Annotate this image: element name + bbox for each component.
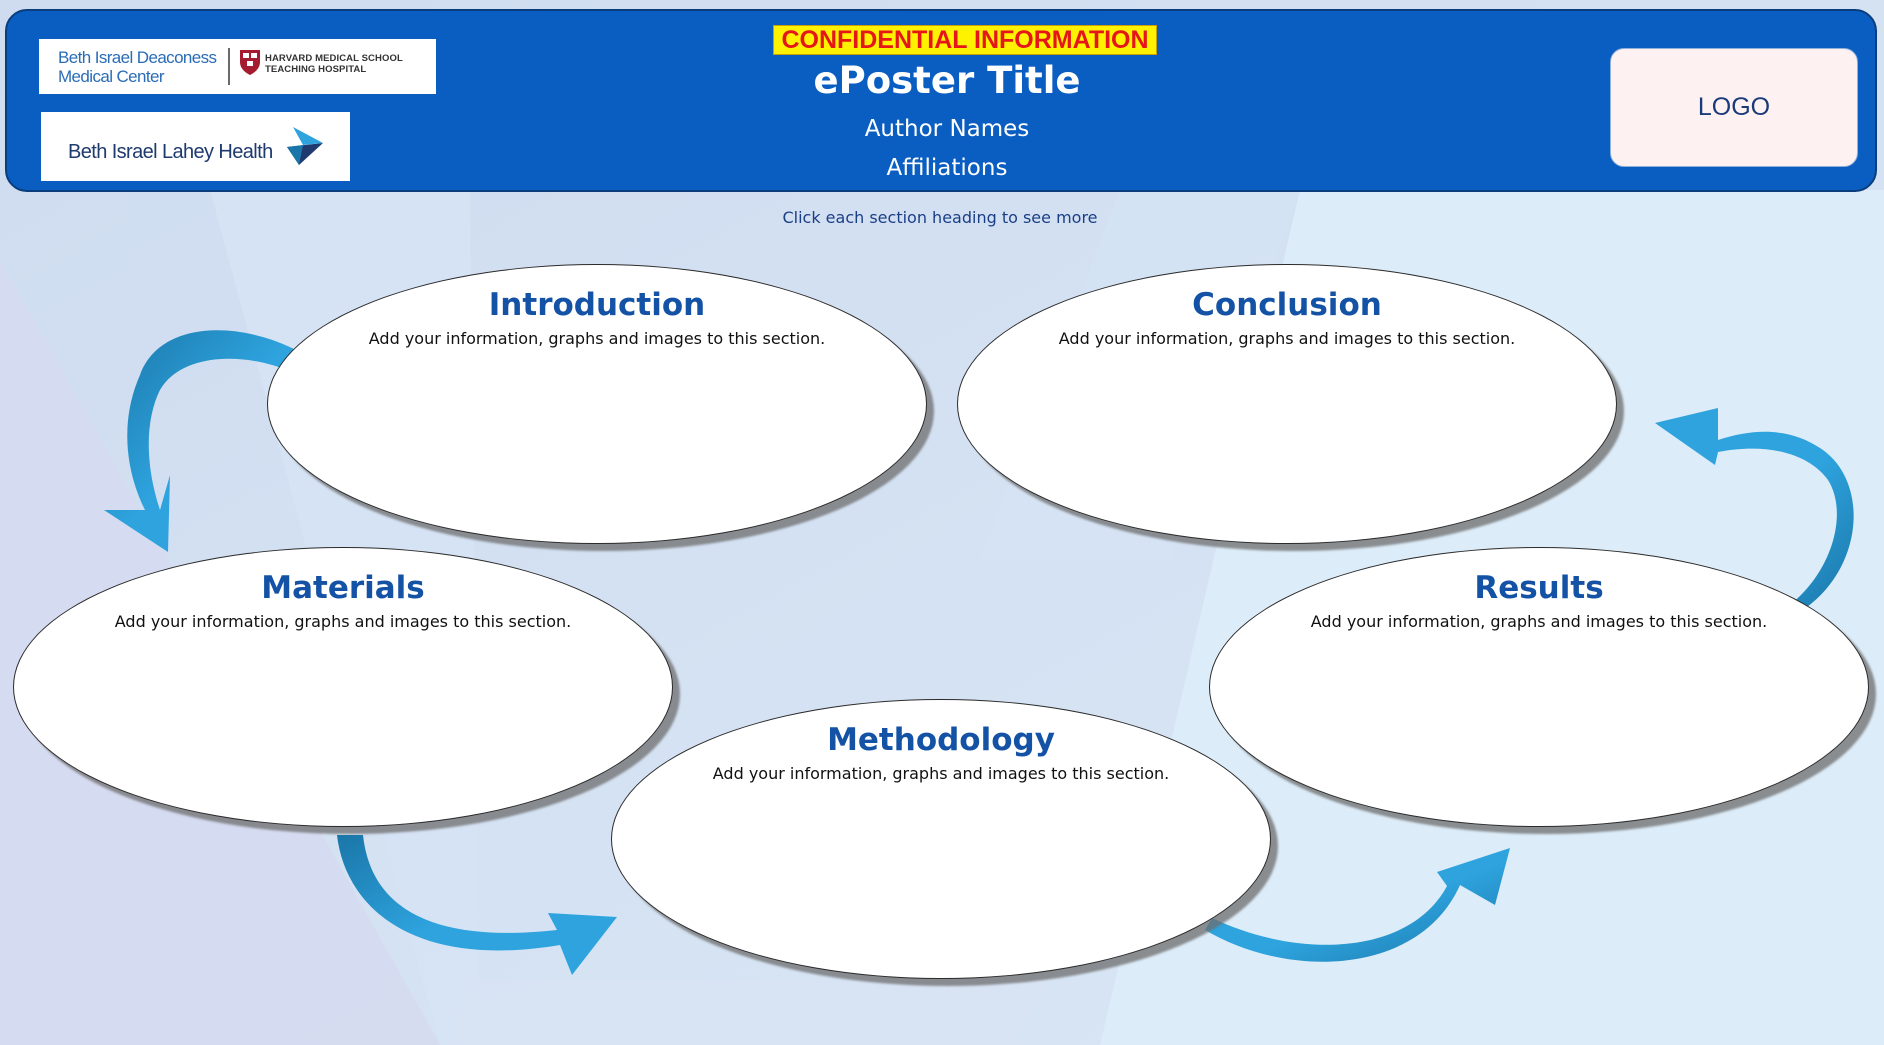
section-conclusion[interactable]: Conclusion Add your information, graphs … bbox=[957, 264, 1617, 544]
confidential-banner: CONFIDENTIAL INFORMATION bbox=[773, 25, 1157, 55]
section-materials[interactable]: Materials Add your information, graphs a… bbox=[13, 547, 673, 827]
section-methodology[interactable]: Methodology Add your information, graphs… bbox=[611, 699, 1271, 979]
logo-divider bbox=[228, 48, 230, 85]
section-heading-materials[interactable]: Materials bbox=[261, 570, 425, 606]
section-heading-methodology[interactable]: Methodology bbox=[827, 722, 1055, 758]
bidmc-logo-line1: Beth Israel Deaconess bbox=[58, 48, 217, 67]
section-introduction[interactable]: Introduction Add your information, graph… bbox=[267, 264, 927, 544]
section-body-materials: Add your information, graphs and images … bbox=[114, 612, 572, 631]
affiliations: Affiliations bbox=[886, 155, 1008, 181]
section-results[interactable]: Results Add your information, graphs and… bbox=[1209, 547, 1869, 827]
section-heading-conclusion[interactable]: Conclusion bbox=[1192, 287, 1382, 323]
bidmc-logo: Beth Israel Deaconess Medical Center HAR… bbox=[39, 39, 436, 94]
harvard-shield-icon bbox=[240, 50, 260, 75]
section-body-methodology: Add your information, graphs and images … bbox=[712, 764, 1170, 783]
bidmc-logo-line2: Medical Center bbox=[58, 67, 165, 86]
bilh-logo: Beth Israel Lahey Health bbox=[41, 112, 350, 181]
harvard-logo-text: HARVARD MEDICAL SCHOOL TEACHING HOSPITAL bbox=[265, 53, 403, 75]
bidmc-logo-text: Beth Israel Deaconess Medical Center bbox=[58, 48, 217, 86]
poster-header: Beth Israel Deaconess Medical Center HAR… bbox=[5, 9, 1877, 192]
section-heading-results[interactable]: Results bbox=[1474, 570, 1604, 606]
section-body-conclusion: Add your information, graphs and images … bbox=[1058, 329, 1516, 348]
bilh-bird-icon bbox=[287, 127, 323, 165]
bilh-logo-text: Beth Israel Lahey Health bbox=[68, 141, 273, 163]
logo-placeholder: LOGO bbox=[1610, 48, 1858, 167]
author-names: Author Names bbox=[864, 116, 1030, 142]
poster-title: ePoster Title bbox=[813, 59, 1081, 102]
section-heading-introduction[interactable]: Introduction bbox=[488, 287, 706, 323]
harvard-logo-line2: TEACHING HOSPITAL bbox=[265, 64, 367, 75]
instruction-text: Click each section heading to see more bbox=[782, 208, 1098, 227]
harvard-logo-line1: HARVARD MEDICAL SCHOOL bbox=[265, 53, 403, 64]
section-body-introduction: Add your information, graphs and images … bbox=[368, 329, 826, 348]
section-body-results: Add your information, graphs and images … bbox=[1310, 612, 1768, 631]
